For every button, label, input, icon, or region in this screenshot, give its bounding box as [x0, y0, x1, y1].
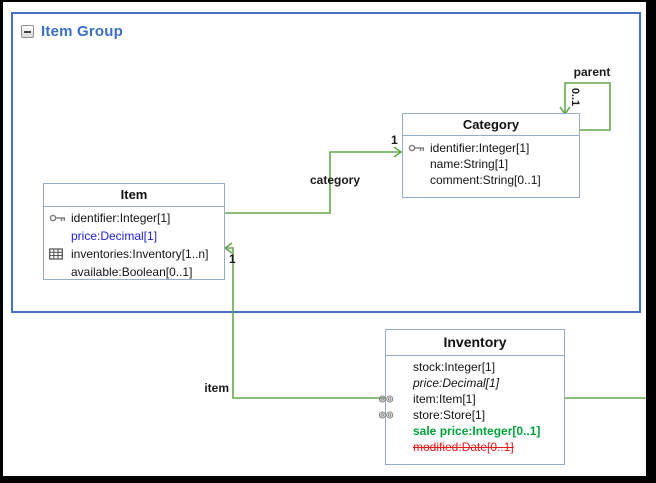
attribute-label: item:Item[1] — [413, 392, 476, 406]
attribute-row[interactable]: name:String[1] — [403, 156, 579, 172]
attribute-row[interactable]: price:Decimal[1] — [386, 375, 564, 391]
attribute-row[interactable]: inventories:Inventory[1..n] — [44, 245, 224, 263]
attribute-label: stock:Integer[1] — [413, 360, 496, 374]
attribute-label: modified:Date[0..1] — [413, 440, 514, 454]
edge-label-parent[interactable]: parent — [573, 65, 611, 79]
attribute-label: comment:String[0..1] — [430, 173, 541, 187]
attribute-row[interactable]: identifier:Integer[1] — [403, 140, 579, 156]
entity-inventory-title[interactable]: Inventory — [386, 330, 564, 356]
attribute-row[interactable]: available:Boolean[0..1] — [44, 263, 224, 281]
attribute-label: identifier:Integer[1] — [430, 141, 530, 155]
attribute-label: identifier:Integer[1] — [71, 211, 171, 225]
attribute-row[interactable]: item:Item[1] — [378, 391, 564, 407]
minus-icon — [24, 30, 31, 33]
entity-item-title[interactable]: Item — [44, 184, 224, 207]
attribute-label: price:Decimal[1] — [71, 229, 158, 243]
attribute-row[interactable]: modified:Date[0..1] — [386, 439, 564, 455]
collapse-button[interactable] — [21, 25, 34, 38]
attribute-label: store:Store[1] — [413, 408, 486, 422]
entity-category[interactable]: Category identifier:Integer[1] name:St — [402, 113, 580, 198]
edge-multiplicity-parent[interactable]: 0..1 — [569, 87, 581, 107]
attribute-row[interactable]: price:Decimal[1] — [44, 227, 224, 245]
group-title[interactable]: Item Group — [41, 23, 124, 40]
spiral-icon — [378, 410, 394, 420]
attribute-row[interactable]: comment:String[0..1] — [403, 172, 579, 188]
attribute-label: price:Decimal[1] — [413, 376, 500, 390]
attribute-label: name:String[1] — [430, 157, 509, 171]
attribute-row[interactable]: stock:Integer[1] — [386, 359, 564, 375]
entity-category-title[interactable]: Category — [403, 114, 579, 136]
key-icon — [49, 213, 66, 223]
attribute-row[interactable]: identifier:Integer[1] — [44, 209, 224, 227]
edge-multiplicity-category[interactable]: 1 — [391, 133, 398, 147]
edge-label-item[interactable]: item — [204, 381, 229, 395]
attribute-label: available:Boolean[0..1] — [71, 265, 193, 279]
edge-label-category[interactable]: category — [309, 173, 361, 187]
attribute-row[interactable]: sale price:Integer[0..1] — [386, 423, 564, 439]
table-icon — [49, 248, 63, 260]
entity-inventory[interactable]: Inventory stock:Integer[1] price:Decimal… — [378, 329, 565, 465]
spiral-icon — [378, 394, 394, 404]
entity-item[interactable]: Item identifier:Integer[1] price:Decim — [43, 183, 225, 280]
edge-multiplicity-item[interactable]: 1 — [229, 252, 236, 266]
attribute-label: sale price:Integer[0..1] — [413, 424, 541, 438]
diagram-canvas[interactable]: Item Group category 1 item 1 parent 0..1… — [3, 2, 646, 476]
attribute-row[interactable]: store:Store[1] — [378, 407, 564, 423]
key-icon — [408, 143, 425, 153]
attribute-label: inventories:Inventory[1..n] — [71, 247, 209, 261]
